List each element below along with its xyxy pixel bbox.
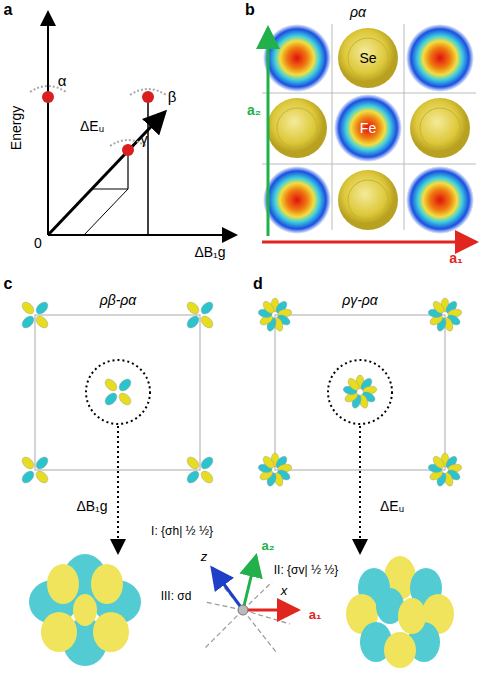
panel-title: ρα (350, 5, 366, 19)
circle-shape (267, 98, 327, 158)
use-shape (343, 375, 378, 409)
circle-shape (263, 24, 331, 92)
vector-label: a₁ (309, 608, 322, 621)
g-shape (346, 556, 454, 668)
use-shape (185, 455, 215, 485)
ellipse-shape (384, 632, 416, 668)
circle-shape (263, 166, 331, 234)
line-shape (48, 234, 236, 236)
line-shape (243, 610, 290, 624)
line-shape (243, 609, 298, 612)
atom-label: Fe (360, 121, 376, 135)
g-shape (29, 554, 141, 666)
ellipse-shape (41, 612, 77, 652)
ellipse-shape (398, 598, 426, 634)
use-shape (428, 298, 463, 332)
use-shape (258, 298, 293, 332)
mode-label: ΔEᵤ (380, 499, 404, 513)
line-shape (243, 556, 256, 610)
use-shape (185, 300, 215, 330)
use-shape (20, 455, 50, 485)
circle-shape (238, 605, 248, 615)
circle-shape (42, 91, 54, 103)
panel-letter: b (245, 2, 255, 18)
circle-shape (338, 170, 398, 230)
line-shape (243, 610, 276, 652)
vector-label: a₂ (247, 103, 261, 117)
line-shape (212, 568, 243, 610)
circle-shape (338, 28, 398, 88)
axis-label: Energy (9, 106, 23, 150)
line-shape (262, 164, 476, 165)
ellipse-shape (93, 612, 129, 652)
panel-letter: a (4, 2, 13, 18)
state-label: β (168, 89, 177, 104)
line-shape (262, 241, 476, 244)
symmetry-label: I: {σh| ½ ½} (151, 525, 213, 537)
line-shape (332, 24, 333, 230)
atom-label: Se (359, 51, 376, 65)
panel-title: ρβ-ρα (100, 293, 137, 307)
line-shape (205, 610, 243, 648)
use-shape (258, 453, 293, 487)
vector-label: a₂ (261, 539, 274, 552)
line-shape (359, 426, 361, 553)
mode-label: ΔB₁g (76, 499, 107, 513)
ellipse-shape (91, 564, 123, 604)
ellipse-shape (47, 564, 79, 604)
panel-letter: c (4, 276, 13, 292)
circle-shape (142, 91, 154, 103)
state-label: α (58, 73, 67, 88)
axis-label: z (201, 550, 208, 563)
circle-shape (406, 24, 474, 92)
use-shape (103, 377, 133, 407)
ellipse-shape (73, 594, 97, 626)
circle-shape (334, 94, 402, 162)
state-label: γ (140, 131, 148, 146)
circle-shape (420, 108, 460, 148)
line-shape (147, 100, 149, 235)
axis-label: ΔB₁g (194, 245, 225, 259)
axis-label: x (281, 584, 288, 597)
panel-title: ργ-ρα (342, 293, 378, 307)
circle-shape (410, 98, 470, 158)
circle-shape (348, 38, 388, 78)
use-shape (20, 300, 50, 330)
circle-shape (122, 144, 134, 156)
circle-shape (277, 108, 317, 148)
line-shape (404, 24, 405, 230)
circle-shape (328, 360, 392, 424)
polyline-shape (48, 189, 128, 235)
circle-shape (86, 360, 150, 424)
line-shape (47, 12, 49, 235)
panel-letter: d (253, 276, 263, 292)
line-shape (117, 426, 119, 553)
circle-shape (406, 166, 474, 234)
vector-label: a₁ (449, 251, 463, 265)
symmetry-label: II: {σv| ½ ½} (274, 564, 339, 576)
use-shape (428, 453, 463, 487)
circle-shape (348, 180, 388, 220)
axis-origin: 0 (34, 236, 42, 250)
axis-label: ΔEᵤ (80, 119, 104, 133)
symmetry-label: III: σd (161, 590, 192, 602)
line-shape (267, 28, 270, 236)
line-shape (262, 93, 476, 94)
